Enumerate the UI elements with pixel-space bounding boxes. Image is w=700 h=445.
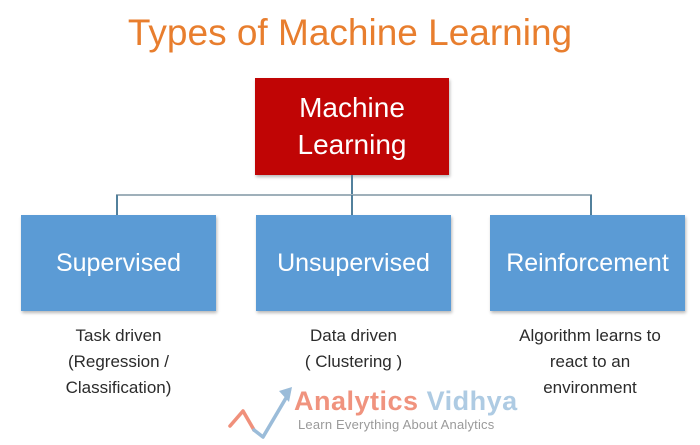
node-machine-learning-label: Machine Learning xyxy=(297,91,407,160)
analytics-vidhya-logo: Analytics Vidhya Learn Everything About … xyxy=(228,384,517,442)
logo-name-secondary: Vidhya xyxy=(426,386,518,416)
page-title: Types of Machine Learning xyxy=(127,12,573,53)
logo-wordmark: Analytics Vidhya xyxy=(294,386,518,417)
node-reinforcement: Reinforcement xyxy=(490,215,685,311)
connector-supervised-vertical xyxy=(116,195,118,215)
connector-unsupervised-vertical xyxy=(351,195,353,215)
trend-arrow-icon xyxy=(228,387,292,439)
description-reinforcement: Algorithm learns to react to an environm… xyxy=(519,326,661,397)
logo-tagline: Learn Everything About Analytics xyxy=(298,417,495,432)
logo-name-primary: Analytics xyxy=(294,386,419,416)
description-supervised: Task driven (Regression / Classification… xyxy=(65,326,172,397)
node-unsupervised: Unsupervised xyxy=(256,215,451,311)
node-machine-learning: Machine Learning xyxy=(255,78,449,175)
description-unsupervised: Data driven ( Clustering ) xyxy=(304,326,403,371)
node-supervised: Supervised xyxy=(21,215,216,311)
connector-horizontal xyxy=(116,194,592,196)
connector-root-vertical xyxy=(351,175,353,195)
node-reinforcement-label: Reinforcement xyxy=(506,248,669,277)
node-unsupervised-label: Unsupervised xyxy=(277,248,430,277)
node-supervised-label: Supervised xyxy=(55,248,182,277)
connector-reinforcement-vertical xyxy=(590,195,592,215)
